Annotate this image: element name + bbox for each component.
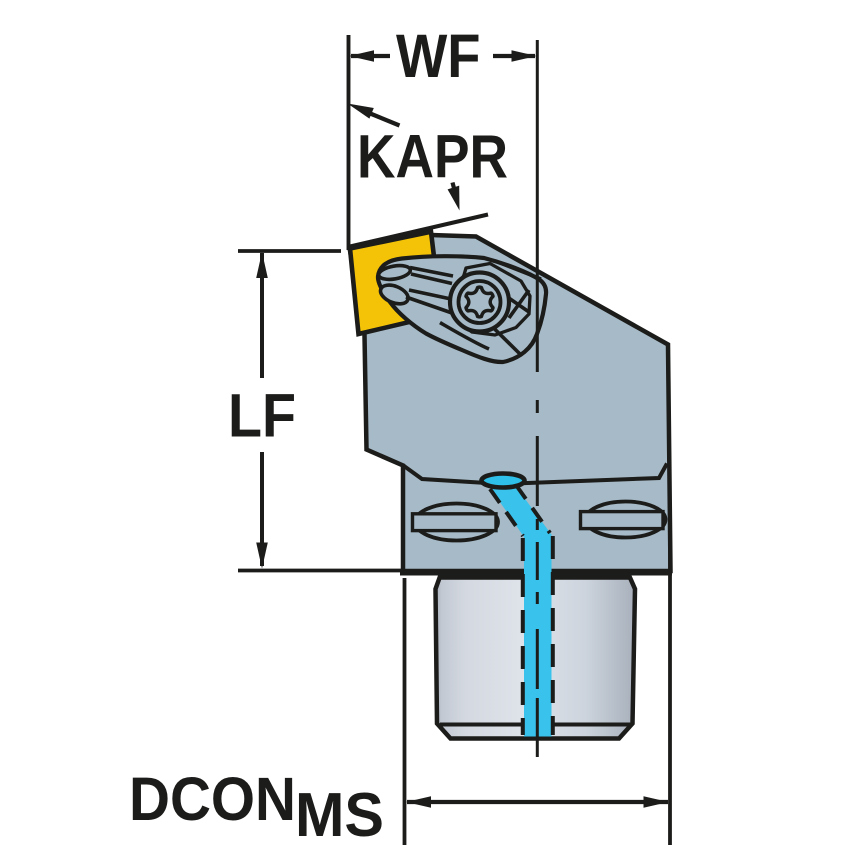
svg-text:MS: MS <box>295 781 384 850</box>
svg-text:WF: WF <box>396 22 481 90</box>
svg-text:LF: LF <box>228 382 296 450</box>
svg-text:DCON: DCON <box>129 765 296 834</box>
svg-text:KAPR: KAPR <box>357 123 508 191</box>
